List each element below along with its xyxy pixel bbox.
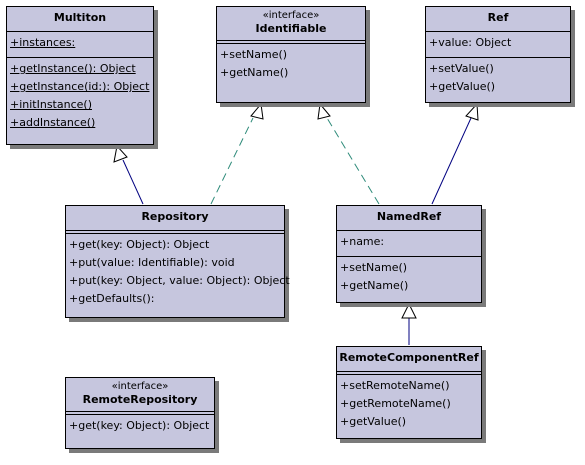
divider xyxy=(337,256,481,257)
class-name: Ref xyxy=(487,11,509,24)
class-name: Repository xyxy=(141,210,209,223)
attribute: +instances: xyxy=(10,36,76,49)
operations-compartment: +setName() +getName() xyxy=(337,257,481,297)
operations-compartment: +get(key: Object): Object +put(value: Id… xyxy=(66,234,290,310)
attribute: +name: xyxy=(340,235,385,248)
class-remoterepository[interactable]: «interface» RemoteRepository +get(key: O… xyxy=(65,377,215,449)
class-header: «interface» Identifiable xyxy=(217,7,365,37)
operation: +getInstance(): Object xyxy=(10,62,136,75)
attributes-compartment: +value: Object xyxy=(426,32,570,54)
stereotype-label: «interface» xyxy=(111,381,169,392)
operation: +getDefaults(): xyxy=(69,292,155,305)
divider xyxy=(217,40,365,41)
operations-compartment: +setValue() +getValue() xyxy=(426,58,570,98)
operations-compartment: +setRemoteName() +getRemoteName() +getVa… xyxy=(337,375,481,433)
class-header: Multiton xyxy=(7,7,153,28)
operation: +setValue() xyxy=(429,62,494,75)
arrowhead-multiton xyxy=(113,144,128,163)
divider xyxy=(426,57,570,58)
attributes-compartment: +instances: xyxy=(7,32,153,54)
operation: +getName() xyxy=(340,279,409,292)
operation: +get(key: Object): Object xyxy=(69,419,210,432)
operation: +setRemoteName() xyxy=(340,379,450,392)
divider xyxy=(337,230,481,231)
edge-namedref-identifiable xyxy=(326,117,380,205)
operation: +setName() xyxy=(340,261,408,274)
divider xyxy=(426,31,570,32)
attributes-compartment: +name: xyxy=(337,231,481,253)
operation: +getRemoteName() xyxy=(340,397,451,410)
operation: +getName() xyxy=(220,66,289,79)
operation: +get(key: Object): Object xyxy=(69,238,210,251)
arrowhead-identifiable-right xyxy=(317,102,331,120)
class-repository[interactable]: Repository +get(key: Object): Object +pu… xyxy=(65,205,290,318)
operation: +getInstance(id:): Object xyxy=(10,80,150,93)
operation: +getValue() xyxy=(340,415,407,428)
divider xyxy=(66,230,284,231)
divider xyxy=(66,414,214,415)
stereotype-label: «interface» xyxy=(262,10,320,21)
operation: +addInstance() xyxy=(10,116,96,129)
arrowhead-namedref xyxy=(401,302,417,319)
divider xyxy=(7,31,153,32)
operations-compartment: +setName() +getName() xyxy=(217,44,365,84)
operation: +setName() xyxy=(220,48,288,61)
class-ref[interactable]: Ref +value: Object +setValue() +getValue… xyxy=(425,6,571,103)
class-header: «interface» RemoteRepository xyxy=(66,378,214,408)
class-multiton[interactable]: Multiton +instances: +getInstance(): Obj… xyxy=(6,6,154,145)
operations-compartment: +get(key: Object): Object xyxy=(66,415,214,437)
arrowhead-ref xyxy=(465,102,479,121)
operation: +getValue() xyxy=(429,80,496,93)
class-header: Ref xyxy=(426,7,570,28)
class-name: Multiton xyxy=(53,11,107,24)
divider xyxy=(66,233,284,234)
class-name: RemoteRepository xyxy=(82,393,198,406)
operation: +put(key: Object, value: Object): Object xyxy=(69,274,290,287)
edge-repository-multiton xyxy=(122,159,144,205)
class-identifiable[interactable]: «interface» Identifiable +setName() +get… xyxy=(216,6,366,103)
class-namedref[interactable]: NamedRef +name: +setName() +getName() xyxy=(336,205,482,303)
divider xyxy=(217,43,365,44)
class-name: NamedRef xyxy=(376,210,442,223)
class-header: RemoteComponentRef xyxy=(337,347,481,368)
class-remotecomponentref[interactable]: RemoteComponentRef +setRemoteName() +get… xyxy=(336,346,482,439)
divider xyxy=(7,57,153,58)
class-header: NamedRef xyxy=(337,206,481,227)
edge-namedref-ref xyxy=(431,117,472,205)
divider xyxy=(337,374,481,375)
class-name: Identifiable xyxy=(255,22,327,35)
operations-compartment: +getInstance(): Object +getInstance(id:)… xyxy=(7,58,153,134)
arrowhead-identifiable-left xyxy=(250,102,264,120)
divider xyxy=(337,371,481,372)
attribute: +value: Object xyxy=(429,36,512,49)
class-name: RemoteComponentRef xyxy=(339,351,479,364)
divider xyxy=(66,411,214,412)
edge-repository-identifiable xyxy=(210,117,254,205)
operation: +put(value: Identifiable): void xyxy=(69,256,235,269)
operation: +initInstance() xyxy=(10,98,92,111)
class-header: Repository xyxy=(66,206,284,227)
